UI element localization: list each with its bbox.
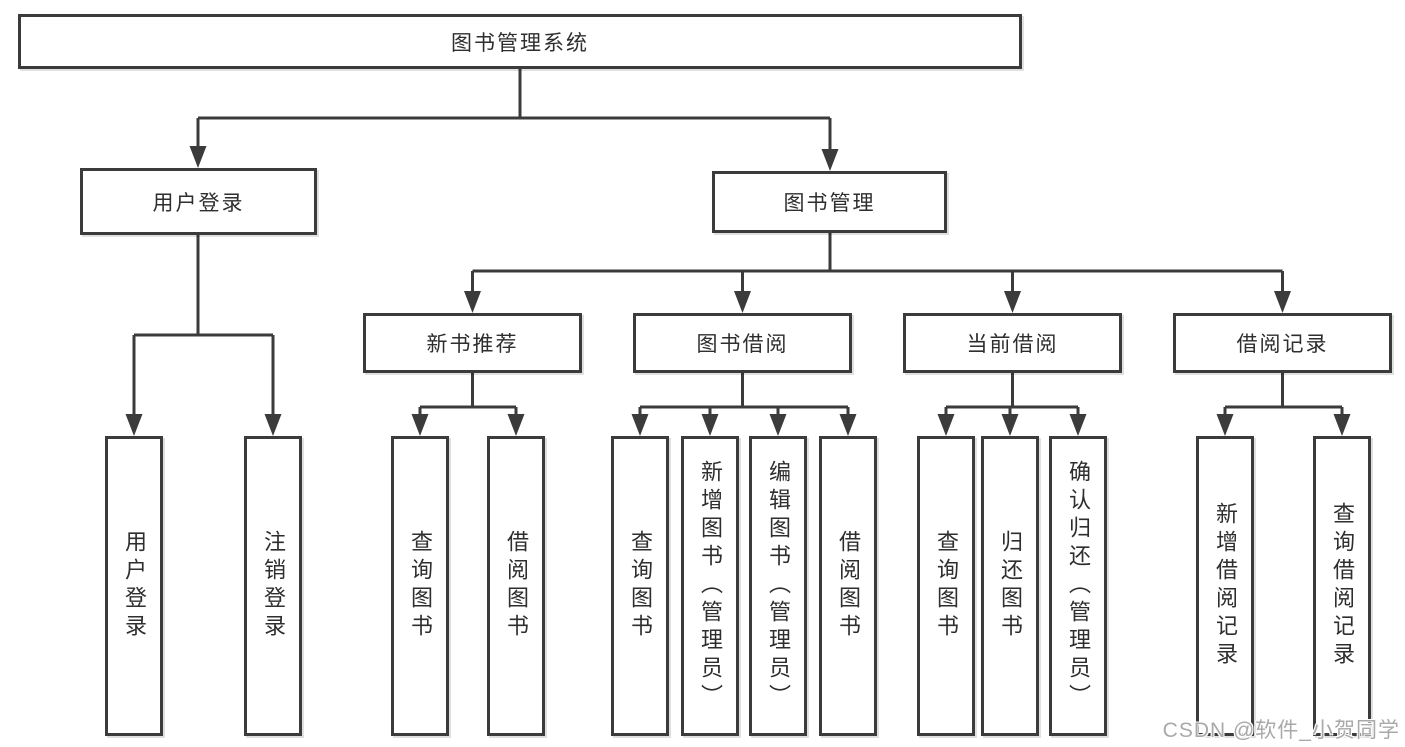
leaf-borrow-add-book-admin: 新增图书（管理员） <box>681 436 739 736</box>
node-label: 编辑图书（管理员） <box>766 460 791 712</box>
node-current-borrow: 当前借阅 <box>903 313 1122 373</box>
node-label: 新增借阅记录 <box>1213 502 1238 670</box>
node-label: 归还图书 <box>998 530 1023 642</box>
node-label: 图书管理系统 <box>451 31 589 55</box>
leaf-record-add-record: 新增借阅记录 <box>1196 436 1254 736</box>
node-label: 当前借阅 <box>966 333 1059 356</box>
node-label: 借阅图书 <box>836 530 861 642</box>
node-root: 图书管理系统 <box>18 14 1022 69</box>
node-label: 查询图书 <box>934 530 959 642</box>
node-label: 新增图书（管理员） <box>698 460 723 712</box>
leaf-borrow-query-book: 查询图书 <box>611 436 669 736</box>
leaf-user-login: 用户登录 <box>105 436 163 736</box>
leaf-current-query-book: 查询图书 <box>917 436 975 736</box>
node-label: 注销登录 <box>261 530 286 642</box>
node-label: 借阅图书 <box>504 530 529 642</box>
leaf-current-confirm-return-admin: 确认归还（管理员） <box>1049 436 1107 736</box>
node-label: 借阅记录 <box>1236 333 1329 356</box>
node-label: 新书推荐 <box>426 333 519 356</box>
node-label: 确认归还（管理员） <box>1066 460 1091 712</box>
watermark: CSDN @软件_小贺同学 <box>1162 719 1400 742</box>
node-label: 图书借阅 <box>696 333 789 356</box>
leaf-current-return-book: 归还图书 <box>981 436 1039 736</box>
node-label: 查询借阅记录 <box>1330 502 1355 670</box>
node-book-borrow: 图书借阅 <box>633 313 852 373</box>
node-label: 用户登录 <box>152 191 245 215</box>
leaf-recommend-borrow-book: 借阅图书 <box>487 436 545 736</box>
leaf-borrow-edit-book-admin: 编辑图书（管理员） <box>749 436 807 736</box>
node-label: 查询图书 <box>408 530 433 642</box>
node-new-book-recommend: 新书推荐 <box>363 313 582 373</box>
node-label: 查询图书 <box>628 530 653 642</box>
node-book-management: 图书管理 <box>712 171 947 233</box>
leaf-logout: 注销登录 <box>244 436 302 736</box>
leaf-recommend-query-book: 查询图书 <box>391 436 449 736</box>
node-label: 图书管理 <box>783 192 876 215</box>
leaf-borrow-borrow-book: 借阅图书 <box>819 436 877 736</box>
node-label: 用户登录 <box>122 530 147 642</box>
node-borrow-record: 借阅记录 <box>1173 313 1392 373</box>
node-user-login: 用户登录 <box>80 168 317 235</box>
leaf-record-query-record: 查询借阅记录 <box>1313 436 1371 736</box>
